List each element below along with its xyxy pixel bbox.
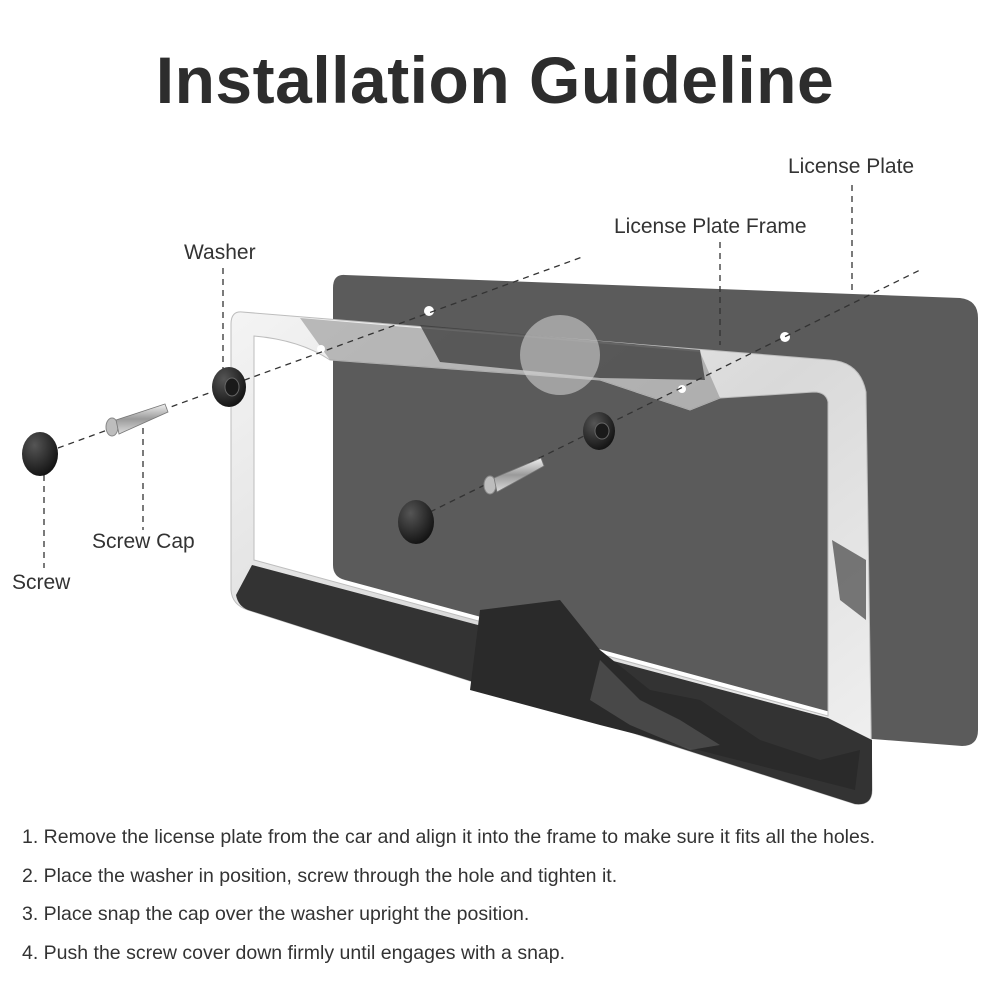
washer-right	[583, 412, 615, 450]
label-screw: Screw	[12, 571, 71, 594]
label-license-plate: License Plate	[788, 155, 915, 178]
page-title: Installation Guideline	[155, 43, 835, 117]
screw-left	[105, 403, 169, 437]
step-item: 4. Push the screw cover down firmly unti…	[22, 941, 566, 964]
step-item: 3. Place snap the cap over the washer up…	[22, 903, 530, 925]
screw-cap-right	[398, 500, 434, 544]
washer-left	[212, 367, 246, 407]
step-item: 2. Place the washer in position, screw t…	[22, 864, 618, 887]
license-plate	[333, 274, 978, 746]
plate-hole-right	[780, 332, 790, 342]
plate-hole-left	[424, 306, 434, 316]
instruction-steps: 1. Remove the license plate from the car…	[22, 818, 982, 972]
screw-cap-left	[22, 432, 58, 476]
label-washer: Washer	[184, 241, 256, 264]
screw-right	[483, 457, 545, 495]
label-license-plate-frame: License Plate Frame	[614, 215, 807, 238]
license-plate-frame	[230, 311, 873, 805]
step-item: 1. Remove the license plate from the car…	[22, 826, 876, 848]
label-screw-cap: Screw Cap	[92, 530, 195, 553]
